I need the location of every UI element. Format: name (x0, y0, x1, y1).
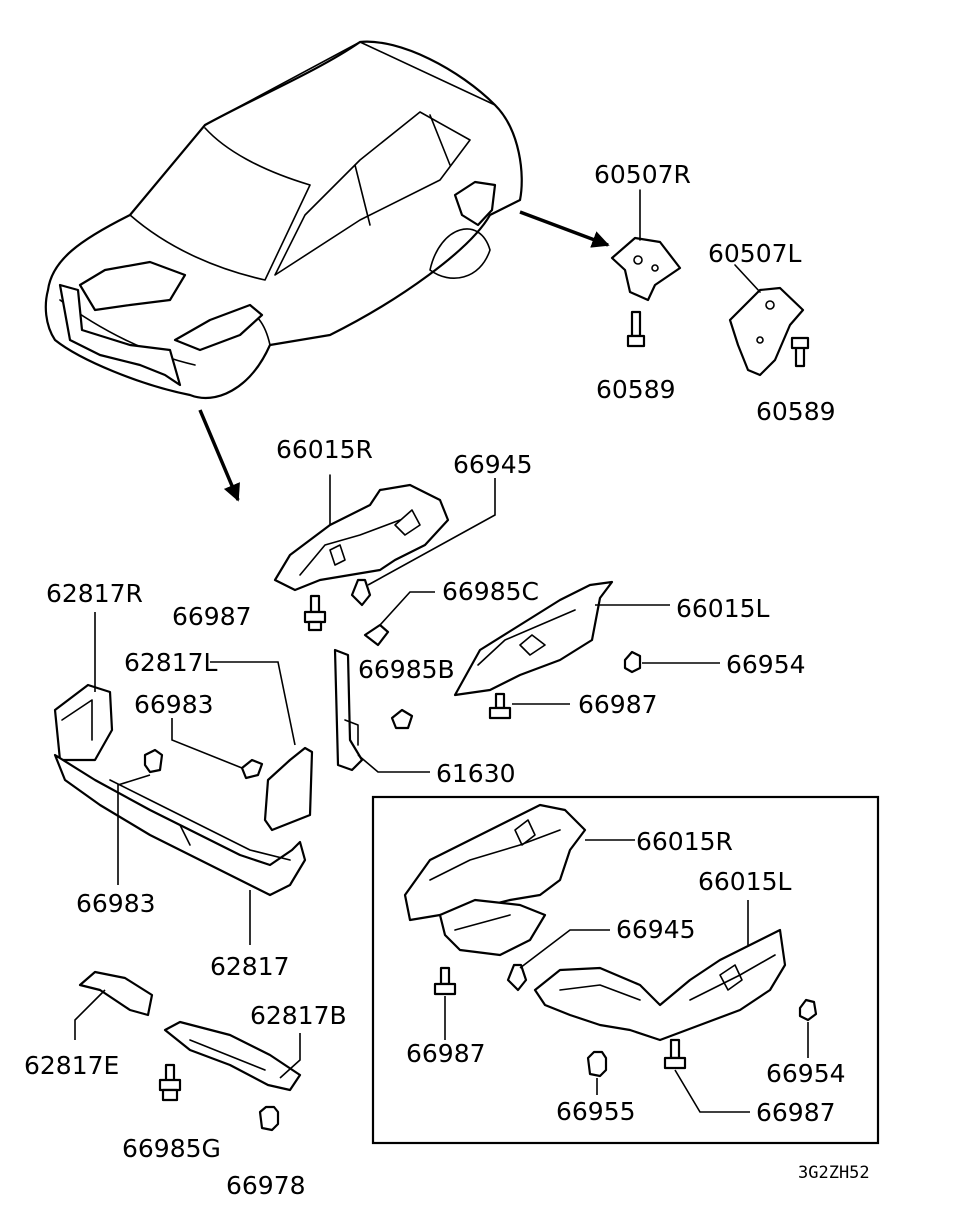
bolt-66987-alt (433, 966, 457, 1040)
clip-66945 (350, 478, 496, 607)
label-66015R-alt: 66015R (636, 827, 733, 856)
label-66955: 66955 (556, 1097, 636, 1126)
bolt-66987-alt (663, 1038, 750, 1113)
vehicle-outline (44, 40, 523, 400)
nut-66954 (623, 650, 720, 674)
bolt-66985G (158, 1063, 182, 1102)
label-66987-alt: 66987 (406, 1039, 486, 1068)
label-66987: 66987 (578, 690, 658, 719)
label-60589: 60589 (596, 375, 676, 404)
label-66978: 66978 (226, 1171, 306, 1200)
clip-66985C (363, 591, 435, 647)
label-66987-alt: 66987 (756, 1098, 836, 1127)
label-62817R: 62817R (46, 579, 143, 608)
nut-66978 (258, 1105, 280, 1132)
nut-66954-alt (798, 998, 818, 1058)
label-61630: 61630 (436, 759, 516, 788)
label-62817E: 62817E (24, 1051, 119, 1080)
label-66985B: 66985B (358, 655, 455, 684)
clip-66983 (117, 748, 164, 885)
label-66015L-alt: 66015L (698, 867, 792, 896)
bolt-60589 (790, 336, 810, 368)
splash-shield-66015R (273, 474, 450, 592)
splash-shield-66015L-alt (533, 900, 787, 1042)
variant-inset-box (371, 795, 880, 1145)
label-60507R: 60507R (594, 160, 691, 189)
figure-code: 3G2ZH52 (798, 1163, 870, 1183)
label-66983: 66983 (76, 889, 156, 918)
clip-66945-alt (506, 929, 610, 992)
label-62817: 62817 (210, 952, 290, 981)
bolt-66987 (303, 594, 327, 632)
label-66983: 66983 (134, 690, 214, 719)
bracket-60507R (610, 189, 682, 302)
label-66015R: 66015R (276, 435, 373, 464)
label-66954: 66954 (726, 650, 806, 679)
pointer-arrow (198, 409, 240, 502)
label-60507L: 60507L (708, 239, 802, 268)
clip-66983 (171, 718, 264, 780)
bumper-beam-62817 (53, 753, 307, 945)
label-66015L: 66015L (676, 594, 770, 623)
bumper-support-62817L (210, 661, 314, 832)
label-66945-alt: 66945 (616, 915, 696, 944)
splash-shield-66015R-alt (403, 803, 635, 957)
label-66985C: 66985C (442, 577, 539, 606)
callout-labels: 60507R 60507L 60589 60589 66015R 66945 6… (24, 160, 870, 1200)
label-66954-alt: 66954 (766, 1059, 846, 1088)
bolt-66987 (488, 692, 570, 720)
label-60589: 60589 (756, 397, 836, 426)
bracket-60507L (728, 264, 805, 377)
label-62817L: 62817L (124, 648, 218, 677)
guard-62817B (163, 1020, 302, 1092)
clip-66985B (390, 708, 414, 730)
bumper-support-62817R (53, 612, 114, 762)
label-66985G: 66985G (122, 1134, 221, 1163)
label-62817B: 62817B (250, 1001, 347, 1030)
pointer-arrow (519, 210, 610, 248)
bracket-61630 (333, 648, 430, 773)
label-66987: 66987 (172, 602, 252, 631)
guard-62817E (74, 970, 154, 1040)
nut-66955 (586, 1050, 608, 1095)
splash-shield-66015L (453, 580, 670, 697)
bolt-60589 (626, 310, 646, 348)
label-66945: 66945 (453, 450, 533, 479)
